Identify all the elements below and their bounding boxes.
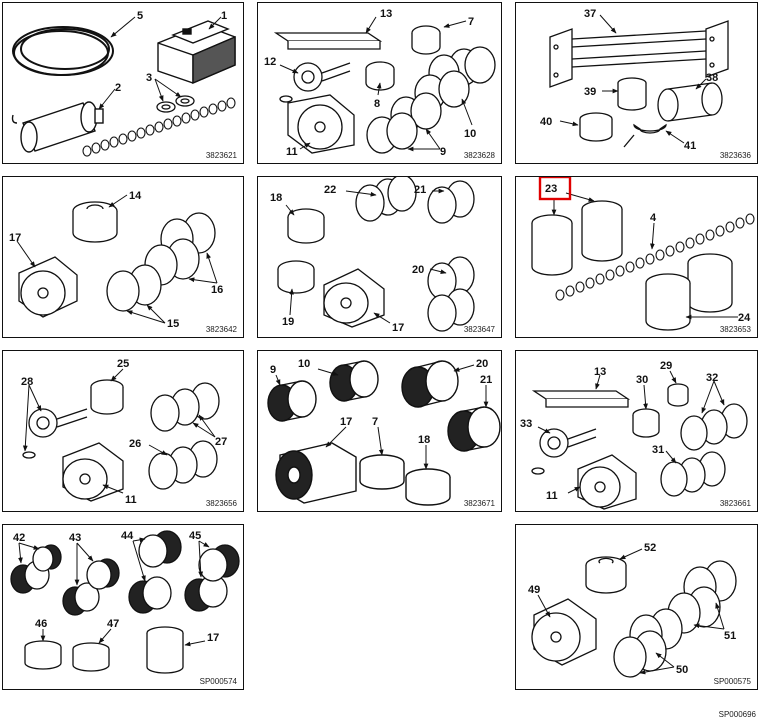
callout-30: 30	[636, 374, 648, 386]
callout-18: 18	[270, 192, 282, 204]
panel-8: 9 10 20 21 17 7 18 3823671	[257, 350, 502, 512]
callout-11: 11	[546, 490, 558, 502]
callout-47: 47	[107, 618, 119, 630]
panel-11-illustration: 52 49 51 50	[528, 542, 737, 678]
callout-3: 5	[137, 10, 143, 22]
panel-code: 3823656	[205, 499, 237, 508]
callout-45: 45	[189, 530, 201, 542]
callout-29: 29	[660, 360, 672, 372]
callout-2: 2	[115, 82, 121, 94]
callout-37: 37	[584, 8, 596, 20]
panel-7-illustration: 25 28 27 26 11	[21, 358, 227, 506]
callout-18: 18	[418, 434, 430, 446]
callout-17: 17	[392, 322, 404, 334]
panel-6-illustration: 23 4 24	[531, 177, 755, 331]
callout-7: 7	[468, 16, 474, 28]
panel-6: 23 4 24 3823653	[515, 176, 758, 338]
panel-5-illustration: 22 21 18 20 19 17	[270, 177, 475, 334]
callout-12: 12	[264, 56, 276, 68]
panel-code: 3823653	[719, 325, 751, 334]
panel-10-illustration: 42 43 44 45 46 47 17	[10, 530, 240, 674]
callout-10: 10	[298, 358, 310, 370]
panel-code: 3823661	[719, 499, 751, 508]
callout-24: 24	[738, 312, 751, 324]
callout-11: 11	[286, 146, 298, 158]
callout-33: 33	[520, 418, 532, 430]
callout-11: 11	[125, 494, 137, 506]
callout-23: 23	[545, 183, 557, 195]
callout-9: 9	[270, 364, 276, 376]
panel-code: SP000575	[713, 677, 751, 686]
callout-13: 13	[380, 8, 392, 20]
callout-1: 1	[221, 10, 227, 22]
callout-22: 22	[324, 184, 336, 196]
panel-3: 37 38 39 40 41 3823636	[515, 2, 758, 164]
panel-4: 14 17 16 15 3823642	[2, 176, 244, 338]
callout-52: 49	[528, 584, 540, 596]
callout-19: 19	[282, 316, 294, 328]
callout-21: 21	[480, 374, 492, 386]
callout-20: 20	[476, 358, 488, 370]
callout-17: 17	[340, 416, 352, 428]
panel-10: 42 43 44 45 46 47 17 SP000574	[2, 524, 244, 690]
callout-7: 7	[372, 416, 378, 428]
panel-5: 22 21 18 20 19 17 3823647	[257, 176, 502, 338]
callout-28: 28	[21, 376, 33, 388]
callout-14: 14	[129, 190, 142, 202]
panel-code: 3823628	[463, 151, 495, 160]
panel-4-illustration: 14 17 16 15	[9, 190, 223, 330]
callout-9: 9	[440, 146, 446, 158]
callout-15: 15	[167, 318, 179, 330]
panel-code: 3823636	[719, 151, 751, 160]
callout-26: 26	[129, 438, 141, 450]
callout-43: 43	[69, 532, 81, 544]
callout-17: 17	[207, 632, 219, 644]
callout-41: 41	[684, 140, 696, 152]
callout-16: 16	[211, 284, 223, 296]
callout-4: 4	[650, 212, 657, 224]
panel-code: 3823647	[463, 325, 495, 334]
callout-49: 50	[676, 664, 688, 676]
panel-2-illustration: 13 7 12 8 10 11 9	[264, 8, 496, 158]
panel-9-illustration: 13 29 30 32 33 31 11	[520, 360, 748, 510]
panel-code: SP000574	[199, 677, 237, 686]
panel-1-illustration: 5 1 2 3	[11, 10, 236, 157]
camshaft-shape	[555, 213, 755, 301]
panel-11: 52 49 51 50 SP000575	[515, 524, 758, 690]
panel-1: 5 1 2 3 3823621	[2, 2, 244, 164]
callout-23-highlight	[538, 177, 572, 201]
callout-10: 10	[464, 128, 476, 140]
callout-17: 17	[9, 232, 21, 244]
panel-code: 3823642	[205, 325, 237, 334]
callout-20: 20	[412, 264, 424, 276]
callout-21: 21	[414, 184, 426, 196]
panel-9: 13 29 30 32 33 31 11 3823661	[515, 350, 758, 512]
panel-code: 3823621	[205, 151, 237, 160]
panel-code: 3823671	[463, 499, 495, 508]
callout-25: 25	[117, 358, 129, 370]
callout-38: 38	[706, 72, 718, 84]
callout-13: 13	[594, 366, 606, 378]
page-reference-code: SP000696	[718, 710, 756, 719]
callout-31: 31	[652, 444, 664, 456]
callout-40: 40	[540, 116, 552, 128]
panel-8-illustration: 9 10 20 21 17 7 18	[267, 358, 501, 506]
panel-3-illustration: 37 38 39 40 41	[540, 8, 729, 152]
callout-50: 51	[724, 630, 736, 642]
callout-44: 44	[121, 530, 134, 542]
callout-32: 32	[706, 372, 718, 384]
callout-51: 52	[644, 542, 656, 554]
callout-27: 27	[215, 436, 227, 448]
callout-42: 42	[13, 532, 25, 544]
callout-8: 8	[374, 98, 380, 110]
panel-7: 25 28 27 26 11 3823656	[2, 350, 244, 512]
callout-46: 46	[35, 618, 47, 630]
camshaft-shape	[82, 97, 236, 157]
callout-5: 3	[146, 72, 152, 84]
callout-39: 39	[584, 86, 596, 98]
panel-2: 13 7 12 8 10 11 9 3823628	[257, 2, 502, 164]
